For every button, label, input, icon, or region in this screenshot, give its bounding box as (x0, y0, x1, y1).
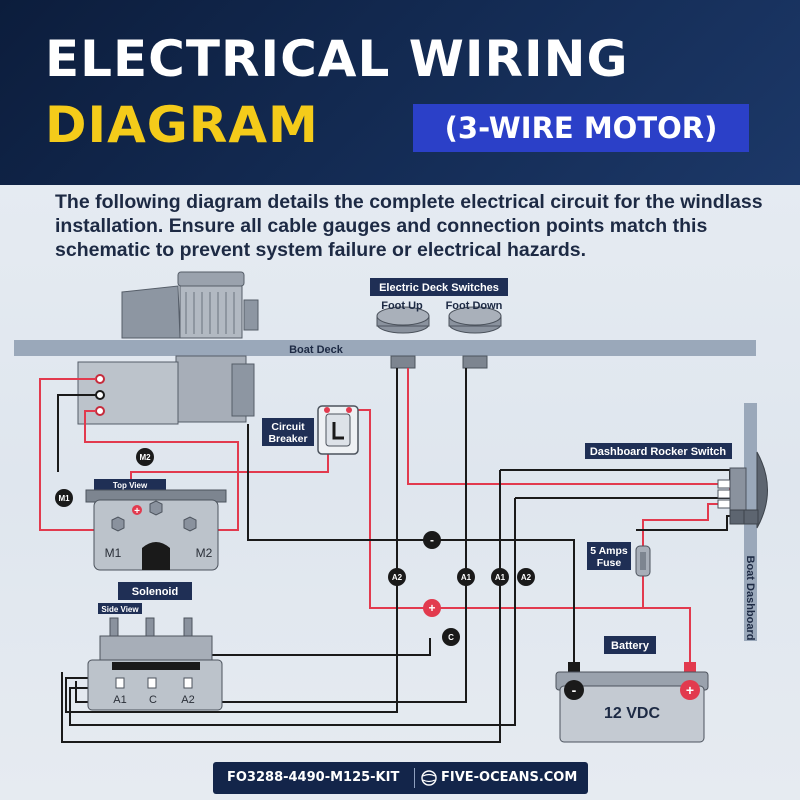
circuit-breaker-label-2: Breaker (268, 433, 307, 445)
side-view-label-box (98, 603, 142, 614)
marker-m1-text: M1 (58, 494, 70, 503)
kit-number: FO3288-4490-M125-KIT (227, 770, 400, 785)
foot-down-label: Foot Down (446, 300, 503, 312)
marker-negative (423, 531, 441, 549)
marker-m2-text: M2 (139, 453, 151, 462)
header-banner: ELECTRICAL WIRING DIAGRAM (3-WIRE MOTOR) (0, 0, 800, 185)
battery-positive-dot (680, 680, 700, 700)
marker-c-text: C (448, 633, 454, 642)
solenoid-label: Solenoid (132, 586, 178, 598)
solenoid-top-view (85, 489, 227, 571)
solenoid-c-text: C (149, 694, 157, 706)
solenoid-positive-symbol: + (134, 506, 140, 517)
side-view-label: Side View (101, 605, 139, 614)
marker-m1 (55, 489, 73, 507)
dashboard-rocker-switch (717, 451, 768, 529)
fuse-5-amps (635, 545, 651, 577)
title-line-1: ELECTRICAL WIRING (45, 30, 629, 88)
description-text: The following diagram details the comple… (55, 191, 763, 261)
motor-terminal-1 (95, 374, 105, 384)
foot-up-label: Foot Up (381, 300, 423, 312)
black-wires (57, 368, 740, 743)
solenoid-side-view (87, 617, 223, 711)
circuit-breaker (317, 405, 359, 455)
circuit-breaker-label-1: Circuit (271, 421, 305, 433)
boat-dashboard-label: Boat Dashboard (744, 556, 756, 641)
dashboard-switch-label: Dashboard Rocker Switch (590, 446, 727, 458)
foot-switch-up (376, 306, 430, 369)
footer-bar: FO3288-4490-M125-KIT FIVE-OCEANS.COM (213, 762, 588, 794)
battery-label: Battery (611, 640, 650, 652)
battery (555, 662, 709, 743)
fuse-label-box (587, 542, 631, 570)
battery-negative-symbol: - (572, 682, 577, 698)
battery-positive-symbol: + (686, 682, 694, 698)
solenoid-a2-text: A2 (181, 694, 194, 706)
circuit-breaker-label-box (262, 418, 314, 446)
battery-label-box (604, 636, 656, 654)
top-view-label: Top View (113, 481, 148, 490)
globe-icon (421, 770, 437, 786)
marker-a2-right (517, 568, 535, 586)
marker-c (442, 628, 460, 646)
motor-type-badge: (3-WIRE MOTOR) (413, 104, 749, 152)
marker-a1-left (457, 568, 475, 586)
solenoid-m2-text: M2 (196, 546, 213, 560)
boat-deck-bar (14, 340, 756, 356)
battery-negative-dot (564, 680, 584, 700)
battery-voltage-label: 12 VDC (604, 705, 660, 722)
deck-switches-label-box (370, 278, 508, 296)
marker-positive-text: + (428, 601, 435, 615)
motor-terminal-2 (95, 390, 105, 400)
motor-terminal-3 (95, 406, 105, 416)
deck-switches-label: Electric Deck Switches (379, 282, 499, 294)
boat-deck-label: Boat Deck (289, 344, 344, 356)
marker-a2-left (388, 568, 406, 586)
marker-m2 (136, 448, 154, 466)
fuse-label-2: Fuse (597, 557, 622, 569)
solenoid-label-box (118, 582, 192, 600)
title-line-2: DIAGRAM (45, 96, 319, 154)
marker-negative-text: - (430, 533, 434, 547)
top-view-label-box (94, 479, 166, 490)
marker-positive (423, 599, 441, 617)
marker-a1-left-text: A1 (461, 573, 472, 582)
windlass-unit (121, 271, 259, 339)
marker-a1-right-text: A1 (495, 573, 506, 582)
windlass-motor (77, 355, 255, 425)
marker-a1-right (491, 568, 509, 586)
dashboard-switch-label-box (585, 443, 732, 459)
solenoid-positive-dot (132, 505, 142, 515)
fuse-label-1: 5 Amps (590, 545, 628, 557)
solenoid-a1-text: A1 (113, 694, 126, 706)
solenoid-m1-text: M1 (105, 546, 122, 560)
marker-a2-left-text: A2 (392, 573, 403, 582)
foot-switch-down (448, 306, 502, 369)
marker-a2-right-text: A2 (521, 573, 532, 582)
footer-divider (414, 768, 415, 788)
website-link[interactable]: FIVE-OCEANS.COM (441, 770, 578, 785)
